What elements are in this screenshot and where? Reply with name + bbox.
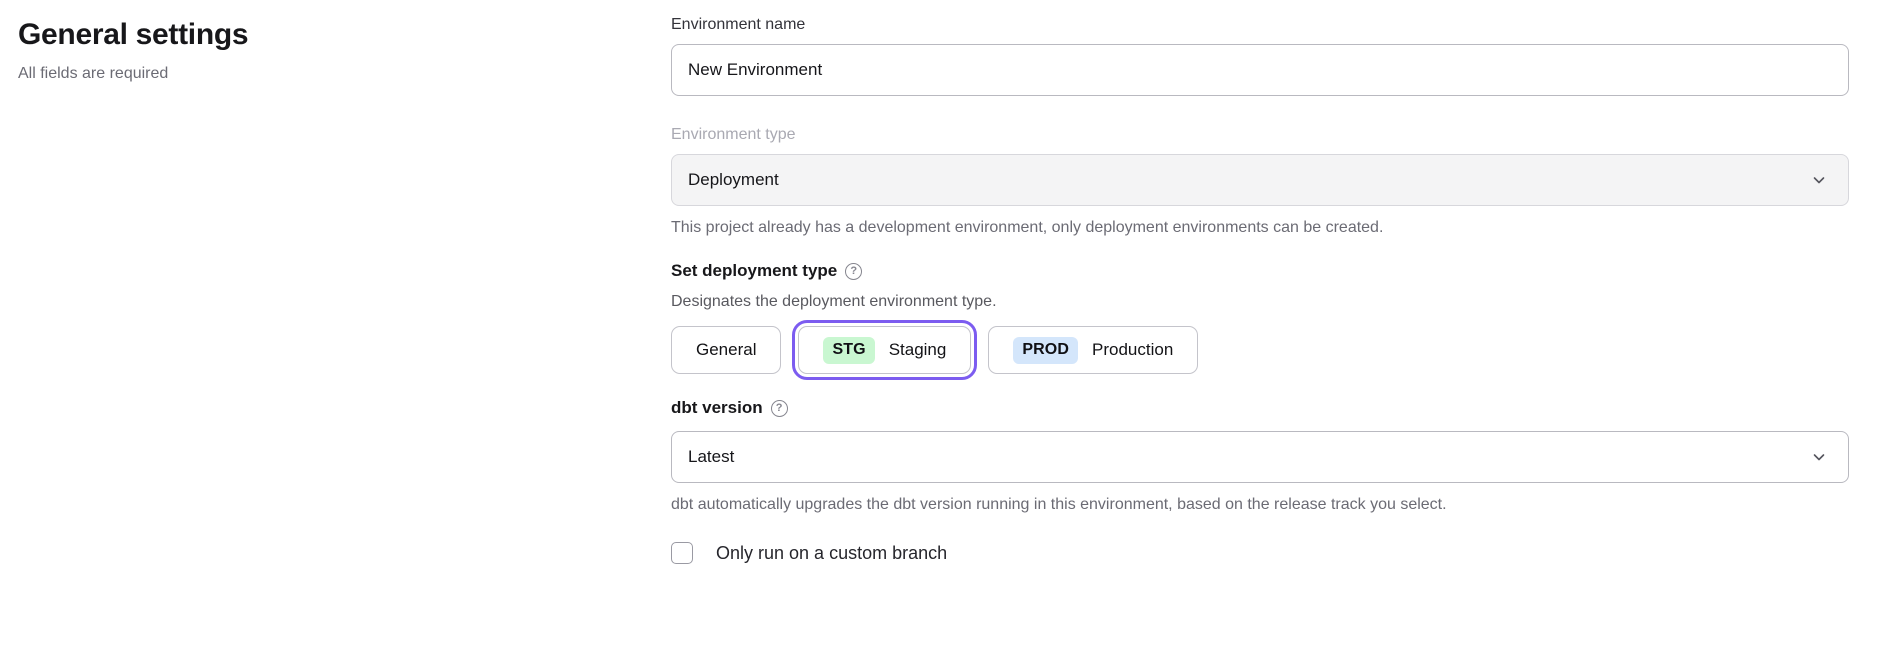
page-title: General settings [18,18,249,51]
settings-header: General settings All fields are required [18,16,618,85]
environment-type-helper-text: This project already has a development e… [671,219,1384,236]
dbt-version-select[interactable]: Latest [671,431,1849,483]
deployment-type-option-staging-label: Staging [888,340,947,359]
deployment-type-group: Set deployment type ? Designates the dep… [671,259,1849,380]
deployment-type-options: General STG Staging PROD Production [671,320,1849,380]
custom-branch-checkbox[interactable] [671,542,693,564]
help-circle-icon[interactable]: ? [770,399,788,417]
environment-name-input[interactable]: New Environment [671,44,1849,96]
environment-name-label: Environment name [671,16,806,33]
page-subtitle: All fields are required [18,65,169,82]
general-settings-form: Environment name New Environment Environ… [671,14,1849,564]
dbt-version-value: Latest [688,447,735,466]
staging-badge: STG [823,336,875,364]
dbt-version-heading-row: dbt version ? [671,396,1849,420]
deployment-type-option-general[interactable]: General [671,326,782,374]
deployment-type-option-general-label: General [696,340,757,359]
environment-type-field-group: Environment type Deployment This project… [671,124,1849,239]
dbt-version-field-group: dbt version ? Latest dbt automatically u… [671,396,1849,516]
deployment-type-heading: Set deployment type [671,261,838,280]
environment-name-field-group: Environment name New Environment [671,14,1849,96]
deployment-type-option-production[interactable]: PROD Production [988,326,1199,374]
custom-branch-row: Only run on a custom branch [671,542,1849,564]
deployment-type-description: Designates the deployment environment ty… [671,293,997,310]
environment-type-value: Deployment [688,170,779,189]
deployment-type-option-production-label: Production [1092,340,1174,359]
custom-branch-label[interactable]: Only run on a custom branch [716,542,948,563]
deployment-type-option-staging[interactable]: STG Staging [792,320,978,380]
chevron-down-icon [1812,450,1826,464]
dbt-version-helper-text: dbt automatically upgrades the dbt versi… [671,496,1447,513]
environment-type-label: Environment type [671,126,796,143]
chevron-down-icon [1812,173,1826,187]
help-circle-icon[interactable]: ? [845,262,863,280]
deployment-type-heading-row: Set deployment type ? [671,259,1849,283]
dbt-version-label: dbt version [671,398,763,417]
production-badge: PROD [1013,336,1078,364]
environment-type-select[interactable]: Deployment [671,154,1849,206]
